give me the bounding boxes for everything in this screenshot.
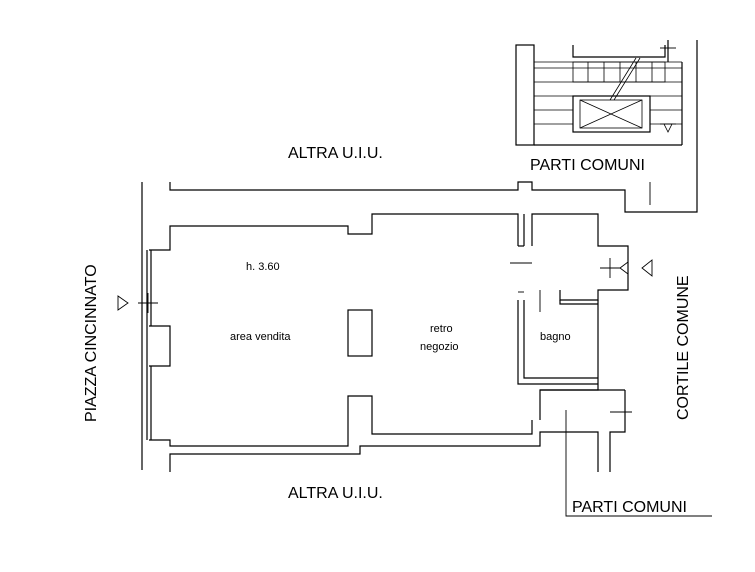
common-area-bottom	[540, 389, 632, 413]
label-altra-bottom: ALTRA U.I.U.	[288, 485, 383, 502]
leader-line	[565, 410, 712, 517]
staircase	[515, 40, 683, 205]
outer-wall-bottom	[169, 390, 626, 472]
label-parti-comuni-bottom: PARTI COMUNI	[572, 499, 687, 516]
label-cortile: CORTILE COMUNE	[675, 275, 692, 420]
label-area-vendita: area vendita	[230, 331, 291, 343]
entrance-arrow-right	[641, 259, 653, 277]
entrance-arrows	[117, 258, 653, 313]
label-retro: retro	[430, 323, 453, 335]
shop-walls	[146, 213, 629, 447]
label-bagno: bagno	[540, 331, 571, 343]
label-negozio: negozio	[420, 341, 459, 353]
label-parti-comuni-top: PARTI COMUNI	[530, 157, 645, 174]
entrance-arrow-left	[117, 295, 129, 311]
label-height: h. 3.60	[246, 261, 280, 273]
label-piazza: PIAZZA CINCINNATO	[83, 264, 100, 422]
label-altra-top: ALTRA U.I.U.	[288, 145, 383, 162]
outer-wall-top	[169, 40, 698, 213]
